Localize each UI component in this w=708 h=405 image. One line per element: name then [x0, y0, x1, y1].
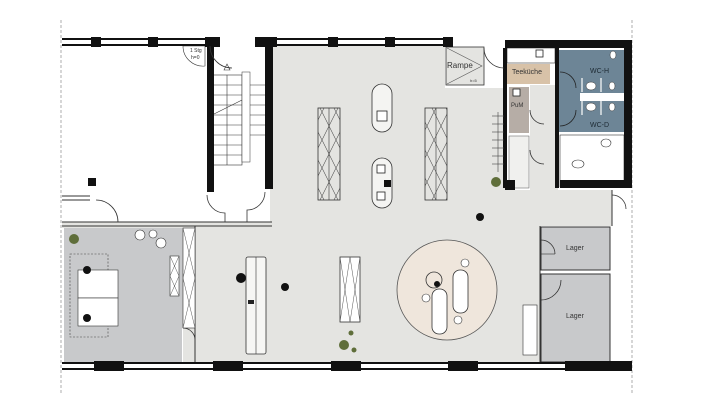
- stair-label: 1 Stg: [190, 48, 202, 54]
- accessible-wc: [559, 134, 625, 188]
- room-label-lager-1: Lager: [566, 245, 584, 252]
- room-label-pum: PuM: [511, 103, 524, 109]
- room-label-wc-h: WC-H: [590, 68, 610, 75]
- rampe-sub-label: h=5: [470, 78, 477, 83]
- display-shelves: [317, 107, 448, 323]
- storage-room-1: [540, 226, 611, 271]
- coat-rack: [492, 112, 504, 172]
- walls: [62, 37, 632, 371]
- plant-icon: [69, 177, 501, 353]
- islands: [371, 83, 393, 209]
- kitchen-room: [507, 64, 550, 84]
- room-label-wc-d: WC-D: [590, 122, 610, 129]
- staircase: [211, 63, 268, 166]
- door-swings: [95, 45, 627, 341]
- storage-room-2: [540, 273, 611, 363]
- counter: [236, 256, 289, 355]
- room-label-teekueche: Teeküche: [512, 69, 542, 76]
- rampe-area: [445, 46, 485, 86]
- office-furniture: [69, 227, 196, 338]
- wc-area: [558, 50, 624, 132]
- stair-sub-label: h=0: [191, 55, 200, 61]
- round-table-zone: [396, 239, 498, 341]
- room-label-lager-2: Lager: [566, 313, 584, 320]
- pum-room: [509, 87, 529, 133]
- room-label-rampe: Rampe: [447, 61, 473, 70]
